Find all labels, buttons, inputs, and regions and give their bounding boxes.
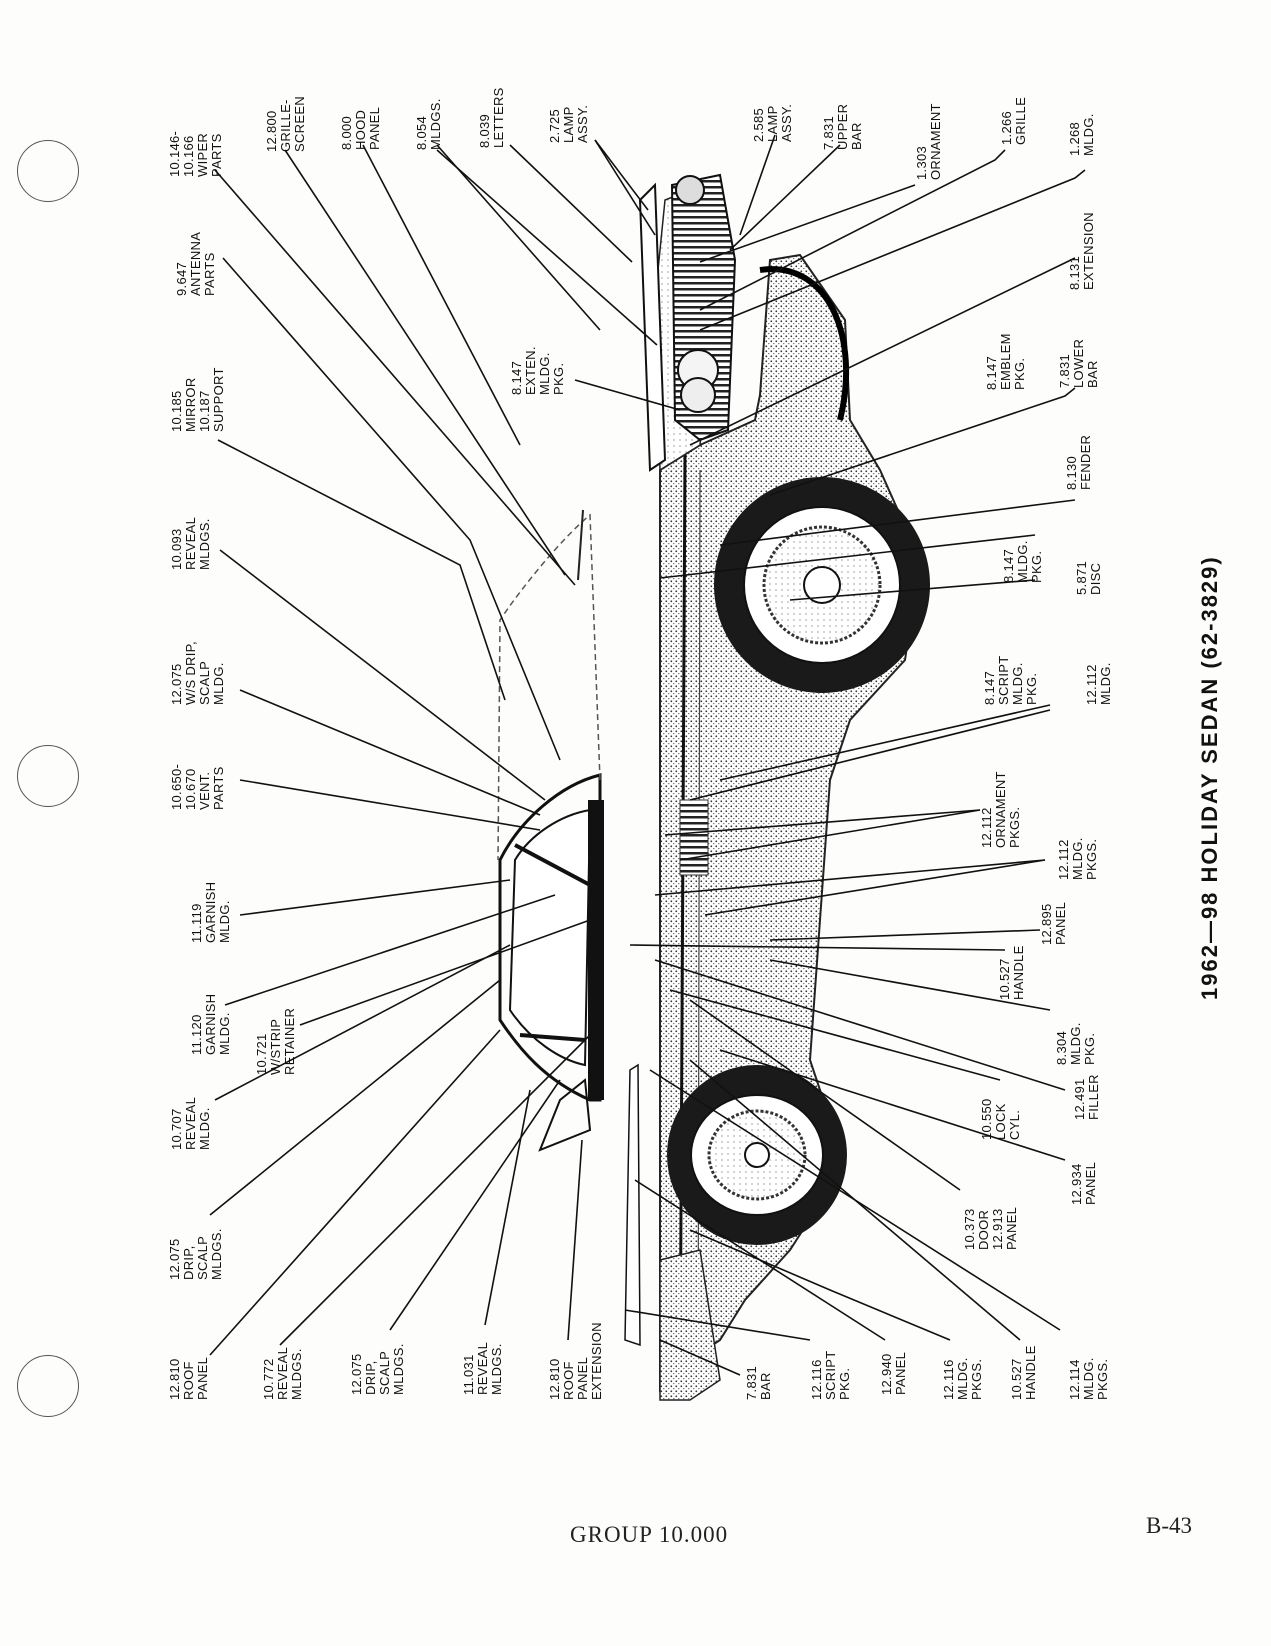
callout-panel-12934: 12.934 PANEL xyxy=(1069,1161,1098,1205)
callout-lamp-2585: 2.585 LAMP ASSY. xyxy=(751,103,794,142)
callout-ws-drip-scalp: 12.075 W/S DRIP, SCALP MLDG. xyxy=(169,641,226,705)
callout-script-mldg-8147: 8.147 SCRIPT MLDG. PKG. xyxy=(982,655,1039,705)
callout-mirror-support: 10.185 MIRROR 10.187 SUPPORT xyxy=(169,367,226,432)
callout-fender: 8.130 FENDER xyxy=(1064,434,1093,490)
callout-grille-screen: 12.800 GRILLE- SCREEN xyxy=(264,96,307,152)
group-label: GROUP 10.000 xyxy=(570,1522,729,1547)
callout-mldg-pkgs-12112: 12.112 MLDG. PKGS. xyxy=(1056,837,1099,880)
callout-panel-12940: 12.940 PANEL xyxy=(879,1351,908,1395)
callout-drip-scalp-12075-top: 12.075 DRIP, SCALP MLDGS. xyxy=(167,1228,224,1280)
callout-handle-10527-top: 10.527 HANDLE xyxy=(997,945,1026,1000)
callout-exten-mldg-pkg: 8.147 EXTEN. MLDG. PKG. xyxy=(509,346,566,395)
punch-hole-top xyxy=(17,140,79,202)
callout-panel-12895: 12.895 PANEL xyxy=(1039,901,1068,945)
callout-mldg-pkg-8147: 8.147 MLDG. PKG. xyxy=(1001,540,1044,583)
callout-filler: 12.491 FILLER xyxy=(1072,1074,1101,1120)
car-body xyxy=(624,173,930,1401)
leader-lines xyxy=(209,134,1086,1376)
page-number: B-43 xyxy=(1146,1513,1192,1538)
car-roof xyxy=(497,509,604,1152)
callout-vent-parts: 10.650- 10.670 VENT. PARTS xyxy=(169,763,226,810)
callout-reveal-10093: 10.093 REVEAL MLDGS. xyxy=(169,516,212,570)
callout-mldg-12112: 12.112 MLDG. xyxy=(1084,662,1113,705)
callout-bar-7831: 7.831 BAR xyxy=(744,1365,773,1400)
callout-drip-scalp-12075-bottom: 12.075 DRIP, SCALP MLDGS. xyxy=(349,1343,406,1395)
callout-mldg-pkgs-12114: 12.114 MLDG. PKGS. xyxy=(1067,1357,1110,1400)
callout-emblem-pkg: 8.147 EMBLEM PKG. xyxy=(984,333,1027,390)
callout-8054-mldgs: 8.054 MLDGS. xyxy=(414,98,443,150)
callout-wiper-parts: 10.146- 10.166 WIPER PARTS xyxy=(167,130,224,177)
callout-mldg-pkgs-12116: 12.116 MLDG. PKGS. xyxy=(941,1357,984,1400)
callout-wstrip-retainer: 10.721 W/STRIP RETAINER xyxy=(254,1007,297,1075)
callout-grille: 1.266 GRILLE xyxy=(999,96,1028,145)
callout-extension-8131: 8.131 EXTENSION xyxy=(1067,212,1096,290)
callout-letters: 8.039 LETTERS xyxy=(477,87,506,148)
callout-script-pkg-12116: 12.116 SCRIPT PKG. xyxy=(809,1350,852,1400)
callout-mldg-1268: 1.268 MLDG. xyxy=(1067,113,1096,156)
callout-ornament-pkgs: 12.112 ORNAMENT PKGS. xyxy=(979,771,1022,848)
callout-reveal-11031: 11.031 REVEAL MLDGS. xyxy=(461,1341,504,1395)
callout-mldg-pkg-8304: 8.304 MLDG. PKG. xyxy=(1054,1022,1097,1065)
callout-disc: 5.871 DISC xyxy=(1074,560,1103,595)
callout-lower-bar: 7.831 LOWER BAR xyxy=(1057,338,1100,388)
callout-upper-bar: 7.831 UPPER BAR xyxy=(821,103,864,150)
callout-door-panel: 10.373 DOOR 12.913 PANEL xyxy=(962,1206,1019,1250)
callout-lock-cyl: 10.550 LOCK CYL. xyxy=(979,1098,1022,1140)
callout-roof-panel: 12.810 ROOF PANEL xyxy=(167,1356,210,1400)
punch-hole-middle xyxy=(17,745,79,807)
callout-antenna-parts: 9.647 ANTENNA PARTS xyxy=(174,231,217,296)
punch-hole-bottom xyxy=(17,1355,79,1417)
callout-garnish-11120: 11.120 GARNISH MLDG. xyxy=(189,993,232,1055)
callout-handle-10527-bottom: 10.527 HANDLE xyxy=(1009,1345,1038,1400)
callout-reveal-10772: 10.772 REVEAL MLDGS. xyxy=(261,1346,304,1400)
callout-lamp-2725: 2.725 LAMP ASSY. xyxy=(547,104,590,143)
callout-garnish-11119: 11.119 GARNISH MLDG. xyxy=(189,881,232,943)
page-title: 1962—98 HOLIDAY SEDAN (62-3829) xyxy=(1197,555,1222,1000)
callout-hood-panel: 8.000 HOOD PANEL xyxy=(339,106,382,150)
callout-roof-panel-extension: 12.810 ROOF PANEL EXTENSION xyxy=(547,1322,604,1400)
callout-ornament: 1.303 ORNAMENT xyxy=(914,103,943,180)
callout-reveal-10707: 10.707 REVEAL MLDG. xyxy=(169,1096,212,1150)
